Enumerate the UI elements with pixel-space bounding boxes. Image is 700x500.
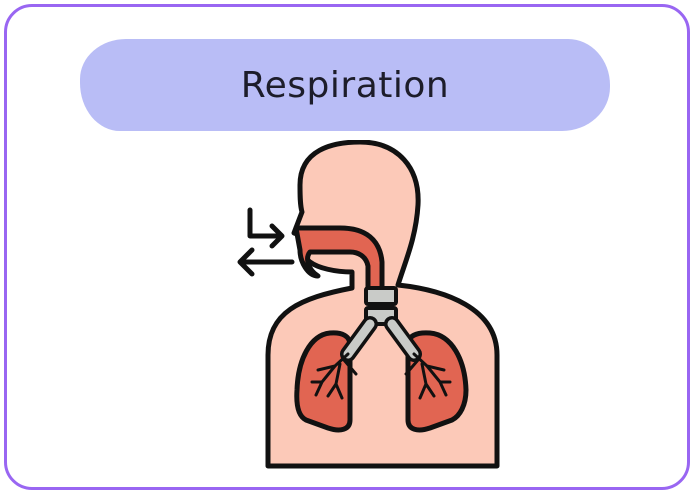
bronchi-fill: [343, 319, 419, 359]
right-lung: [405, 330, 469, 433]
respiratory-system-icon: [237, 140, 500, 469]
page-title: Respiration: [240, 64, 450, 106]
mouth-cavity: [293, 225, 385, 293]
trachea-ring-upper: [364, 286, 398, 306]
inhale-arrow: [247, 207, 285, 249]
bronchioles-left: [310, 352, 358, 400]
title-banner: Respiration: [80, 39, 610, 131]
bronchioles-right: [404, 352, 452, 400]
exhale-arrow: [237, 247, 295, 277]
